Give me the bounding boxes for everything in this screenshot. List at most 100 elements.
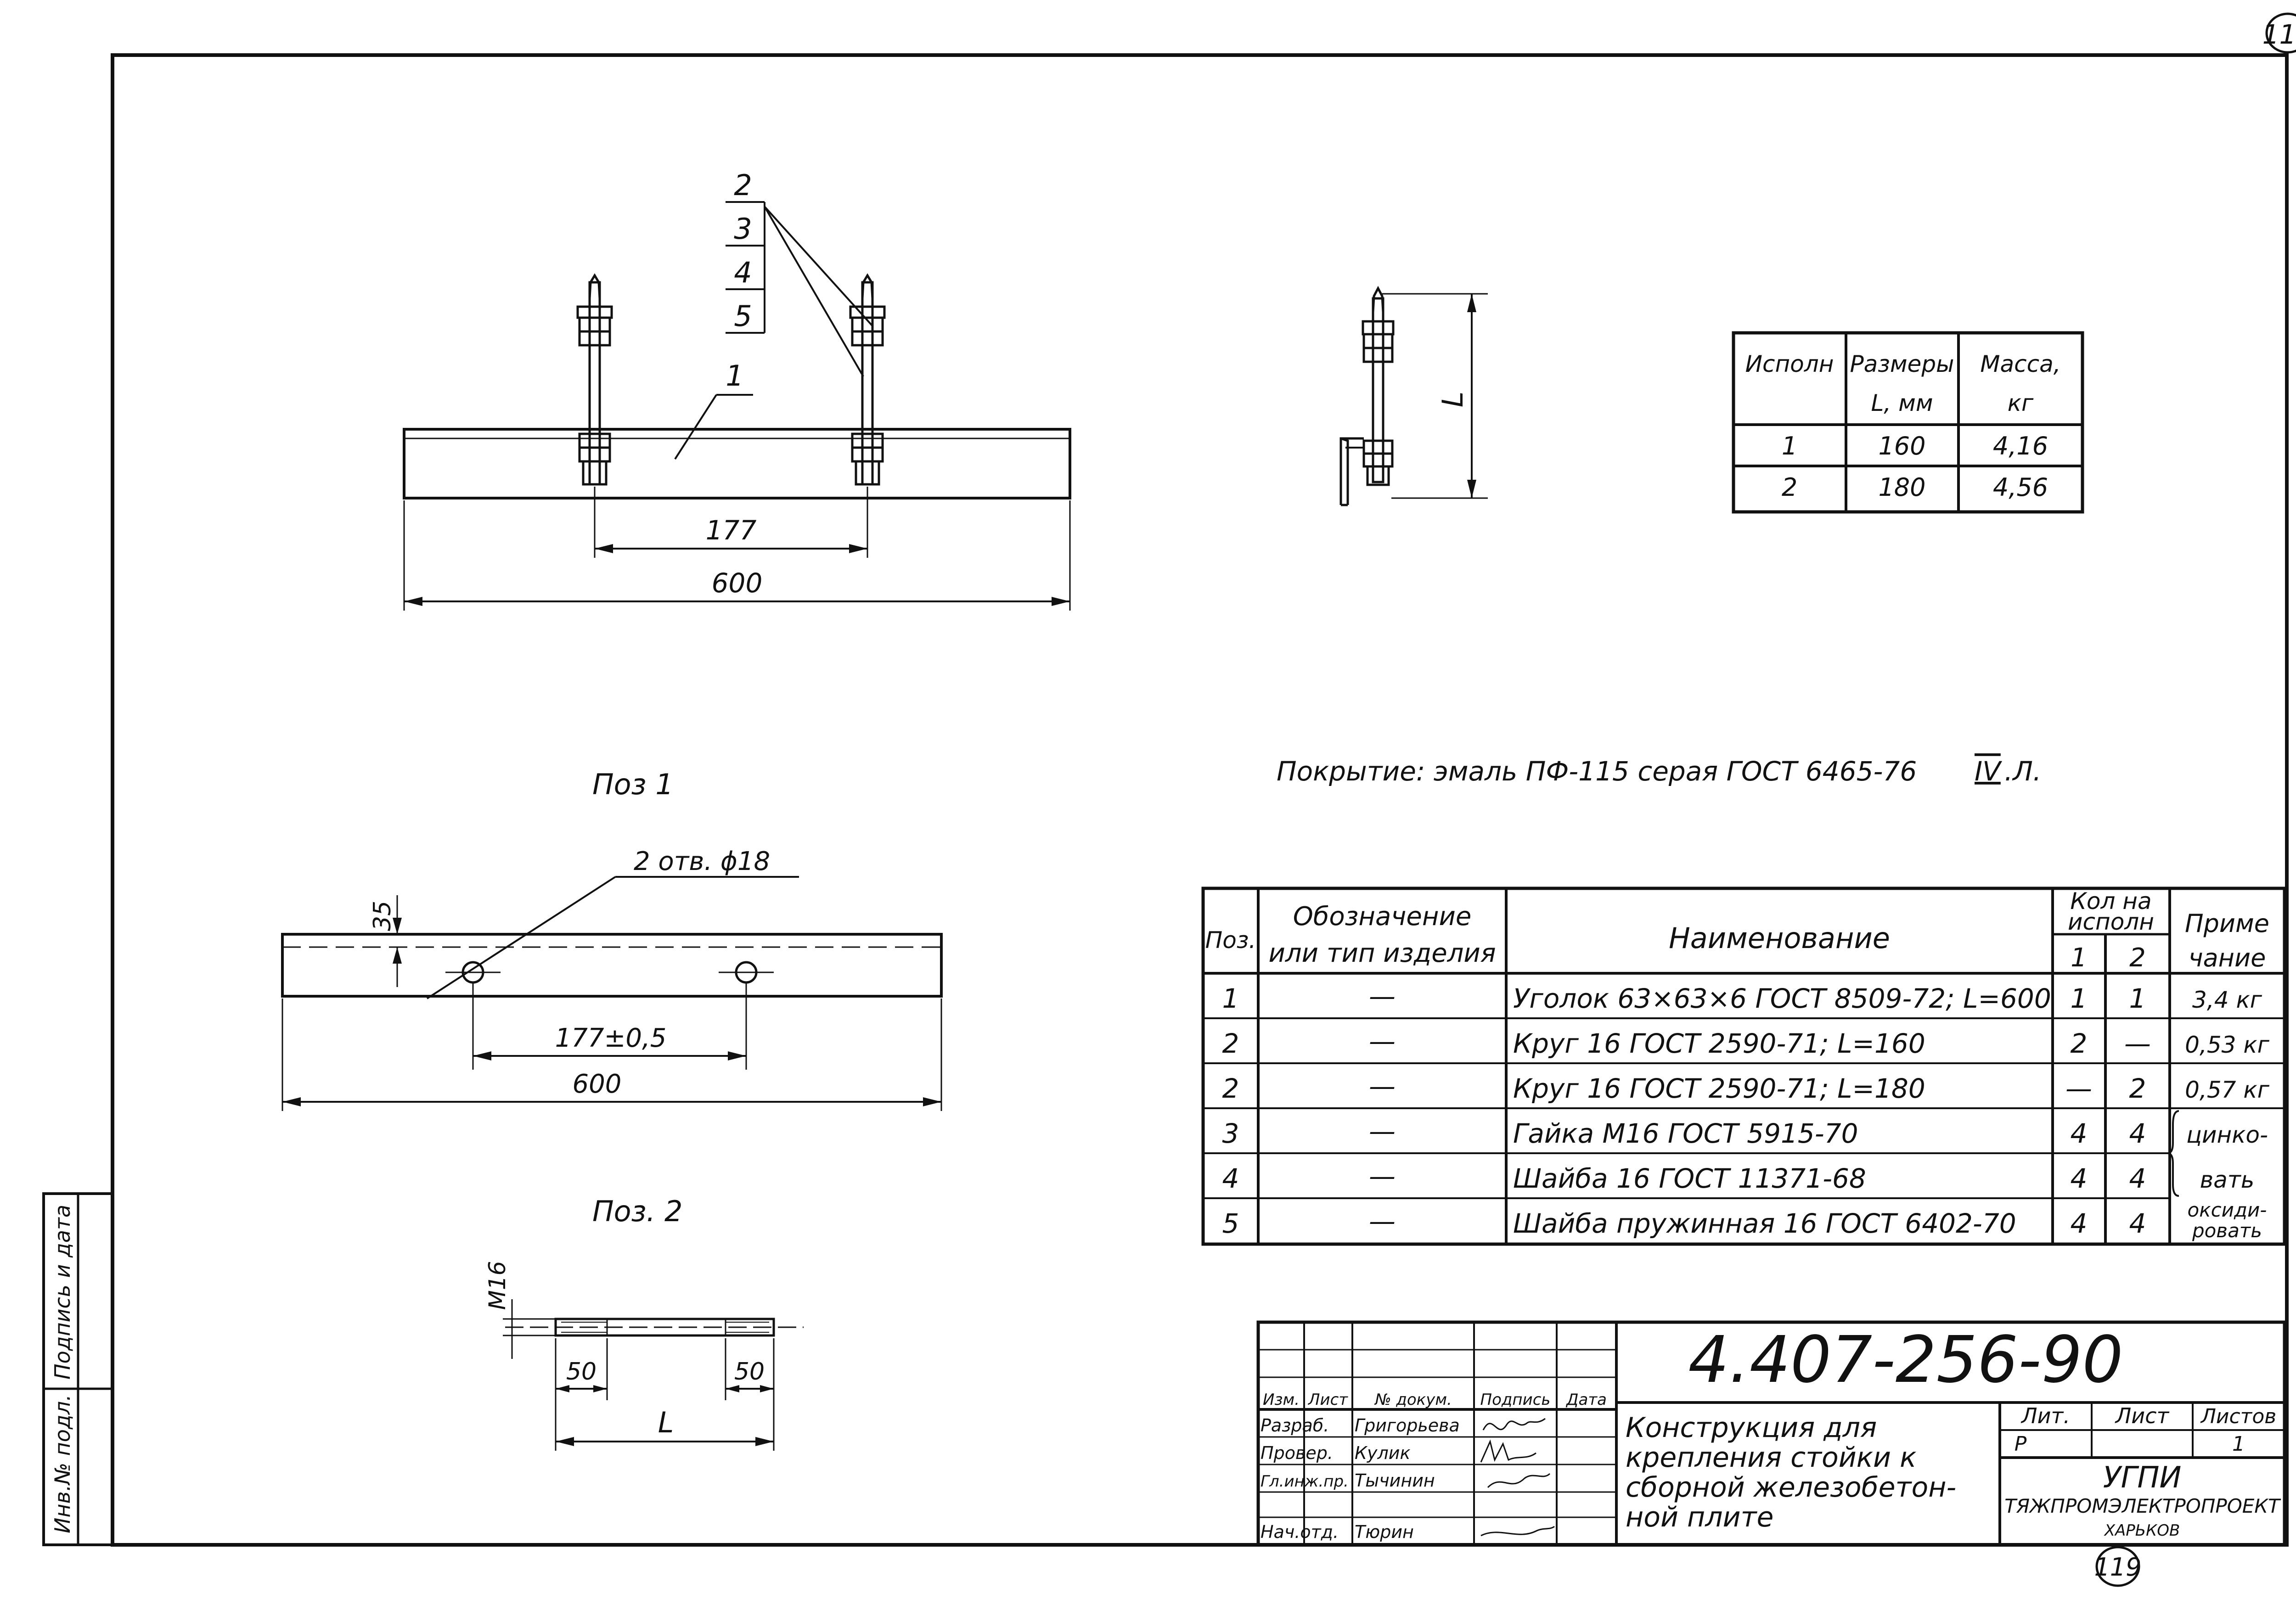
svg-text:ХАРЬКОВ: ХАРЬКОВ xyxy=(2104,1521,2180,1540)
svg-text:Р: Р xyxy=(2015,1432,2027,1456)
svg-text:4: 4 xyxy=(2129,1118,2146,1149)
spec-row: 3 — Гайка М16 ГОСТ 5915-70 4 4 цинко- xyxy=(1222,1116,2268,1149)
svg-text:Масса,: Масса, xyxy=(1980,351,2060,377)
callout-2: 2 xyxy=(734,168,752,202)
svg-text:1: 1 xyxy=(2129,983,2146,1014)
svg-text:чание: чание xyxy=(2189,943,2266,972)
side-stamp: Инв.№ подл. Подпись и дата xyxy=(42,1192,114,1546)
signature-scribble xyxy=(1480,1439,1536,1463)
svg-text:IV: IV xyxy=(1975,756,2003,787)
svg-text:ровать: ровать xyxy=(2192,1219,2262,1242)
svg-text:ной плите: ной плите xyxy=(1626,1501,1773,1533)
svg-text:118: 118 xyxy=(2262,19,2296,50)
svg-text:Кол на: Кол на xyxy=(2070,888,2151,915)
svg-text:4: 4 xyxy=(1222,1163,1239,1194)
svg-text:или тип изделия: или тип изделия xyxy=(1268,938,1496,968)
svg-text:Наименование: Наименование xyxy=(1669,921,1890,955)
svg-text:4: 4 xyxy=(2071,1118,2088,1149)
svg-text:1: 1 xyxy=(2071,943,2087,973)
svg-text:цинко-: цинко- xyxy=(2186,1122,2268,1148)
svg-text:оксиди-: оксиди- xyxy=(2188,1199,2267,1221)
variants-table: Исполн Размеры L, мм Масса, кг 1 160 4,1… xyxy=(1732,331,2084,514)
svg-text:Кулик: Кулик xyxy=(1355,1443,1410,1463)
coating-note: Покрытие: эмаль ПФ-115 серая ГОСТ 6465-7… xyxy=(1277,756,2042,787)
spec-row: 4 — Шайба 16 ГОСТ 11371-68 4 4 вать xyxy=(1222,1161,2255,1194)
variant-2: 2 xyxy=(1782,473,1797,502)
svg-text:вать: вать xyxy=(2200,1167,2255,1193)
callout-1: 1 xyxy=(726,359,743,393)
dim-L-side: L xyxy=(1436,392,1469,408)
svg-text:Шайба 16 ГОСТ 11371-68: Шайба 16 ГОСТ 11371-68 xyxy=(1513,1163,1866,1194)
spec-row: 5 — Шайба пружинная 16 ГОСТ 6402-70 4 4 … xyxy=(1222,1199,2267,1242)
svg-text:Лит.: Лит. xyxy=(2020,1403,2070,1428)
variant-2-L: 180 xyxy=(1878,473,1925,502)
svg-text:—: — xyxy=(2065,1073,2092,1104)
svg-text:Круг 16 ГОСТ 2590-71; L=180: Круг 16 ГОСТ 2590-71; L=180 xyxy=(1513,1073,1925,1104)
svg-text:2: 2 xyxy=(2129,943,2146,973)
role-row: Нач.отд. xyxy=(1261,1522,1339,1542)
page-number-bottom: 119 xyxy=(2094,1546,2142,1587)
svg-text:4: 4 xyxy=(2071,1163,2088,1194)
dim-50-right: 50 xyxy=(734,1358,765,1386)
svg-text:—: — xyxy=(1369,1206,1396,1237)
dim-50-left: 50 xyxy=(566,1358,597,1386)
spec-row: 2 — Круг 16 ГОСТ 2590-71; L=180 — 2 0,57… xyxy=(1222,1071,2270,1104)
svg-text:1: 1 xyxy=(2232,1432,2245,1456)
svg-text:—: — xyxy=(1369,1071,1396,1102)
side-stamp-sign: Подпись и дата xyxy=(50,1205,75,1380)
svg-text:УГПИ: УГПИ xyxy=(2103,1461,2182,1495)
title-block: 4.407-256-90 Изм. Лист № докум. Подпись … xyxy=(1256,1320,2286,1547)
svg-text:Листов: Листов xyxy=(2200,1405,2276,1428)
signature-scribble xyxy=(1482,1418,1546,1431)
svg-text:—: — xyxy=(2124,1028,2151,1059)
svg-text:0,53 кг: 0,53 кг xyxy=(2185,1032,2269,1058)
svg-text:4: 4 xyxy=(2129,1163,2146,1194)
svg-text:Уголок 63×63×6 ГОСТ 8509-72; L: Уголок 63×63×6 ГОСТ 8509-72; L=600 xyxy=(1513,983,2051,1014)
svg-text:2: 2 xyxy=(1222,1028,1239,1059)
svg-text:Исполн: Исполн xyxy=(1745,351,1834,377)
dim-L-pos2: L xyxy=(658,1406,674,1439)
drawing-frame xyxy=(111,53,2289,1547)
dim-600: 600 xyxy=(712,567,763,599)
dim-177: 177 xyxy=(706,515,757,546)
callout-5: 5 xyxy=(734,299,752,333)
svg-text:Тычинин: Тычинин xyxy=(1355,1470,1435,1491)
svg-text:.Л.: .Л. xyxy=(2004,756,2042,787)
svg-text:4: 4 xyxy=(2071,1208,2088,1239)
svg-text:Григорьева: Григорьева xyxy=(1355,1415,1460,1436)
svg-text:3,4 кг: 3,4 кг xyxy=(2192,987,2262,1013)
holes-note: 2 отв. ϕ18 xyxy=(634,847,770,876)
signature-scribble xyxy=(1480,1526,1555,1537)
callout-4: 4 xyxy=(734,256,752,289)
spec-row: 1 — Уголок 63×63×6 ГОСТ 8509-72; L=600 1… xyxy=(1222,981,2262,1014)
role-row: Разраб. xyxy=(1261,1415,1329,1436)
svg-text:Подпись: Подпись xyxy=(1480,1391,1551,1409)
svg-text:сборной железобетон-: сборной железобетон- xyxy=(1626,1471,1956,1504)
svg-text:2: 2 xyxy=(2071,1028,2088,1059)
callout-3: 3 xyxy=(734,212,752,246)
svg-text:Покрытие: эмаль ПФ-115 серая Г: Покрытие: эмаль ПФ-115 серая ГОСТ 6465-7… xyxy=(1277,756,1917,787)
svg-text:Изм.: Изм. xyxy=(1263,1391,1300,1409)
variant-2-mass: 4,56 xyxy=(1993,473,2048,502)
svg-text:2: 2 xyxy=(1222,1073,1239,1104)
pos1-view: Поз 1 2 отв. ϕ18 35 177±0,5 600 xyxy=(281,768,943,1111)
svg-text:—: — xyxy=(1369,981,1396,1012)
svg-text:Гайка М16 ГОСТ 5915-70: Гайка М16 ГОСТ 5915-70 xyxy=(1513,1118,1858,1149)
svg-text:—: — xyxy=(1369,1026,1396,1057)
pos1-title: Поз 1 xyxy=(592,768,674,801)
svg-text:1: 1 xyxy=(1222,983,1239,1014)
svg-text:ТЯЖПРОМЭЛЕКТРОПРОЕКТ: ТЯЖПРОМЭЛЕКТРОПРОЕКТ xyxy=(2004,1495,2281,1517)
spec-row: 2 — Круг 16 ГОСТ 2590-71; L=160 2 — 0,53… xyxy=(1222,1026,2270,1059)
assembly-view: 2 3 4 5 1 177 600 xyxy=(403,168,1071,611)
variant-1: 1 xyxy=(1782,432,1797,460)
svg-text:кг: кг xyxy=(2008,390,2034,416)
svg-text:5: 5 xyxy=(1222,1208,1239,1239)
bolt-right xyxy=(849,273,886,486)
bolt-left xyxy=(576,273,613,486)
svg-text:Приме: Приме xyxy=(2185,909,2269,938)
svg-text:4: 4 xyxy=(2129,1208,2146,1239)
role-row: Провер. xyxy=(1261,1443,1333,1463)
svg-text:0,57 кг: 0,57 кг xyxy=(2185,1077,2269,1103)
svg-text:Обозначение: Обозначение xyxy=(1293,902,1472,931)
